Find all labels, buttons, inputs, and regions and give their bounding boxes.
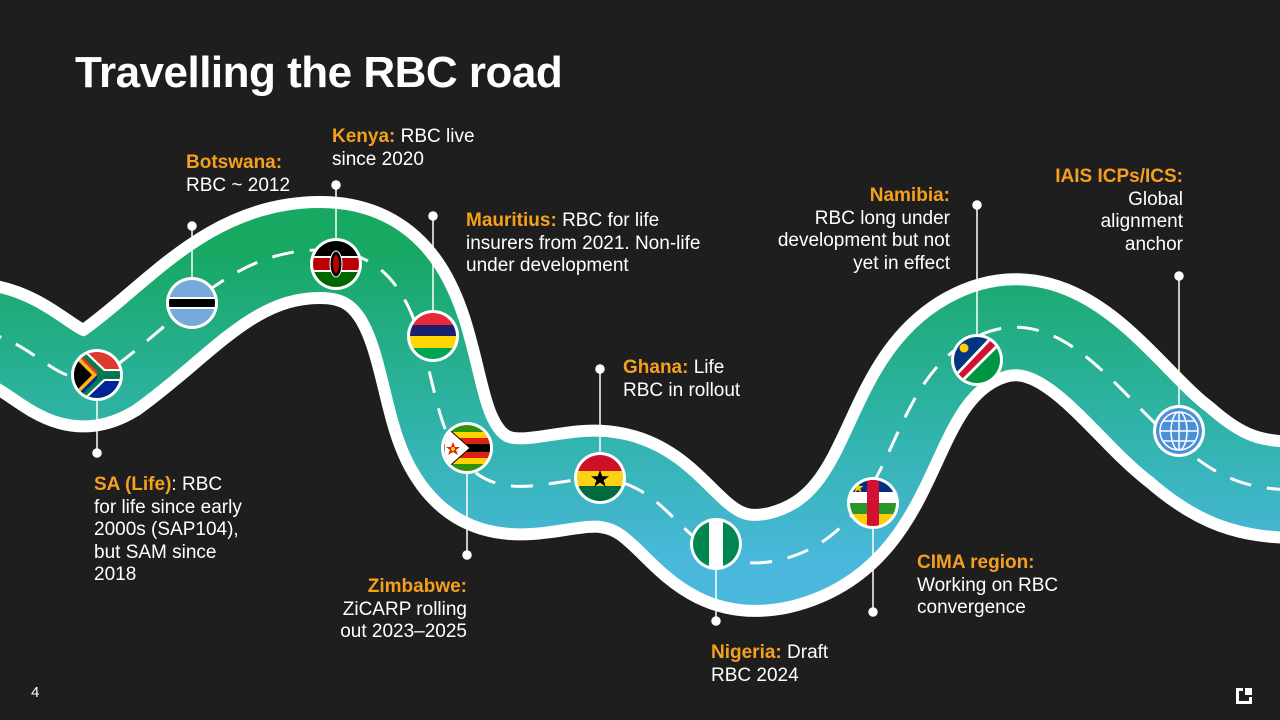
milestone-namibia: Namibia: RBC long under development but … xyxy=(770,185,950,275)
milestone-text: Life RBC in rollout xyxy=(623,357,741,401)
milestone-zimbabwe: Zimbabwe: ZiCARP rolling out 2023–2025 xyxy=(316,576,467,644)
flag-zimbabwe-icon xyxy=(441,422,493,474)
flag-mauritius-icon xyxy=(407,310,459,362)
milestone-mauritius: Mauritius: RBC for life insurers from 20… xyxy=(466,210,706,278)
milestone-text: RBC long under development but not yet i… xyxy=(777,207,950,274)
milestone-country: Ghana: xyxy=(623,357,689,378)
milestone-country: Nigeria: xyxy=(711,642,782,663)
milestone-botswana: Botswana: RBC ~ 2012 xyxy=(186,152,326,197)
milestone-cima: CIMA region: Working on RBC convergence xyxy=(917,552,1087,620)
milestone-country: Kenya: xyxy=(332,126,396,147)
slide-title: Travelling the RBC road xyxy=(75,48,563,97)
flag-ghana-icon xyxy=(574,452,626,504)
milestone-text: ZiCARP rolling out 2023–2025 xyxy=(340,598,467,643)
milestone-country: Mauritius: xyxy=(466,210,557,231)
milestone-separator: : xyxy=(171,474,177,495)
milestone-country: CIMA region: xyxy=(917,552,1035,573)
flag-kenya-icon xyxy=(310,238,362,290)
milestone-nigeria: Nigeria: Draft RBC 2024 xyxy=(711,642,851,687)
milestone-text: Draft RBC 2024 xyxy=(711,642,829,686)
milestone-country: Namibia: xyxy=(869,185,950,206)
flag-namibia-icon xyxy=(951,334,1003,386)
brand-logo-icon xyxy=(1236,688,1252,704)
globe-icon xyxy=(1153,405,1205,457)
milestone-kenya: Kenya: RBC live since 2020 xyxy=(332,126,492,171)
milestone-text: Global alignment anchor xyxy=(1100,188,1183,255)
flag-south-africa-icon xyxy=(71,349,123,401)
connectors xyxy=(92,180,1184,626)
page-number: 4 xyxy=(31,684,40,701)
flag-botswana-icon xyxy=(166,277,218,329)
milestone-text: RBC for life since early 2000s (SAP104),… xyxy=(94,474,242,585)
flag-central-african-republic-icon xyxy=(847,477,899,529)
flag-nigeria-icon xyxy=(690,518,742,570)
milestone-text: Working on RBC convergence xyxy=(917,574,1059,619)
milestone-country: SA (Life) xyxy=(94,474,172,495)
milestone-ghana: Ghana: Life RBC in rollout xyxy=(623,357,763,402)
milestone-text: RBC for life insurers from 2021. Non-lif… xyxy=(466,210,701,276)
milestone-text: RBC live since 2020 xyxy=(332,126,475,170)
milestone-text: RBC ~ 2012 xyxy=(186,174,291,196)
milestone-country: IAIS ICPs/ICS: xyxy=(1055,166,1183,187)
milestone-country: Zimbabwe: xyxy=(367,576,467,597)
milestone-country: Botswana: xyxy=(186,152,283,173)
milestone-iais: IAIS ICPs/ICS: Global alignment anchor xyxy=(1043,166,1183,256)
milestone-south-africa: SA (Life): RBC for life since early 2000… xyxy=(94,474,244,587)
